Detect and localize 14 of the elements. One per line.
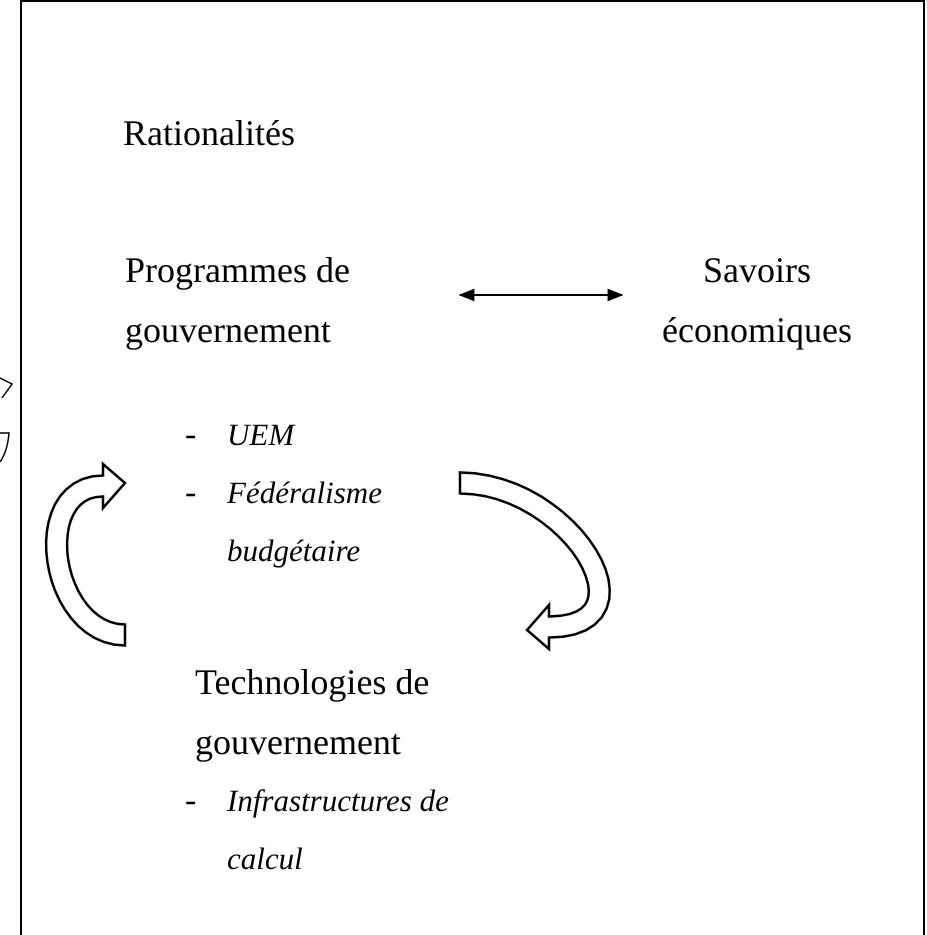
list-item: Fédéralisme budgétaire <box>227 474 383 570</box>
bullet-dash: - <box>185 473 198 513</box>
frame-box <box>20 0 925 935</box>
curved-block-arrow <box>44 461 127 647</box>
list-item: Infrastructures de calcul <box>227 782 450 878</box>
double-arrow <box>458 288 624 302</box>
frame-heading: Rationalités <box>123 112 295 155</box>
node-title: Programmes de gouvernement <box>125 249 351 352</box>
bullet-dash: - <box>185 781 198 821</box>
node-title: Technologies de gouvernement <box>195 661 430 764</box>
curved-block-arrow <box>458 471 611 652</box>
node-title: Savoirs économiques <box>661 249 853 352</box>
bullet-dash: - <box>185 415 198 455</box>
list-item: UEM <box>227 416 294 454</box>
